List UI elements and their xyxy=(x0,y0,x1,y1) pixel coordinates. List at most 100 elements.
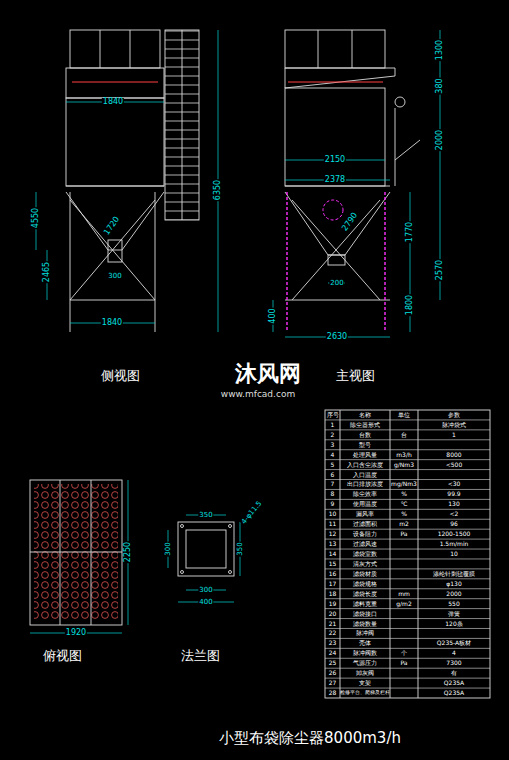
table-cell: 参数 xyxy=(448,412,460,418)
dimension-label: 380 xyxy=(436,77,444,94)
table-cell: 7 xyxy=(331,481,335,487)
table-cell: 台 xyxy=(401,432,407,438)
table-cell: 28 xyxy=(329,690,337,696)
table-cell: 有 xyxy=(451,670,457,676)
table-cell: 脉冲袋式 xyxy=(442,422,466,428)
table-rule xyxy=(325,678,490,679)
table-cell: 9 xyxy=(331,501,335,507)
table-cell: 气源压力 xyxy=(353,660,377,666)
table-rule xyxy=(325,568,490,569)
table-cell: 涤纶针刺毡覆膜 xyxy=(433,571,475,577)
table-cell: 滤袋室数 xyxy=(353,551,377,557)
dimension-label: 1720 xyxy=(102,215,121,238)
table-cell: 弹簧 xyxy=(448,611,460,617)
table-rule xyxy=(325,539,490,540)
table-cell: 滤袋数量 xyxy=(353,621,377,627)
table-cell: 99.9 xyxy=(447,491,460,497)
table-cell: 4 xyxy=(331,452,335,458)
table-rule xyxy=(325,578,490,579)
table-cell: Pa xyxy=(400,660,407,666)
table-cell: 15 xyxy=(329,561,337,567)
table-cell: m2 xyxy=(399,521,409,527)
table-rule xyxy=(325,529,490,530)
table-cell: 16 xyxy=(329,571,337,577)
dimension-label: 4-φ11.5 xyxy=(240,500,264,527)
table-cell: % xyxy=(401,491,407,497)
dimension-label: 2000 xyxy=(436,129,444,151)
table-cell: 除尘效率 xyxy=(353,491,377,497)
table-rule xyxy=(325,658,490,659)
table-cell: 2 xyxy=(331,432,335,438)
view-title: 主视图 xyxy=(335,369,376,382)
dimension-label: 1770 xyxy=(406,221,414,243)
dimension-label: 400 xyxy=(198,599,213,606)
table-cell: 550 xyxy=(448,601,459,607)
table-cell: 滤袋材质 xyxy=(353,571,377,577)
table-cell: 26 xyxy=(329,670,337,676)
table-rule xyxy=(325,638,490,639)
table-rule xyxy=(325,618,490,619)
table-cell: 单位 xyxy=(398,412,410,418)
table-cell: 滤袋接口 xyxy=(353,611,377,617)
table-cell: 5 xyxy=(331,462,335,468)
table-rule xyxy=(325,449,490,450)
table-cell: 8 xyxy=(331,491,335,497)
table-cell: <500 xyxy=(446,462,462,468)
table-cell: 序号 xyxy=(327,412,339,418)
table-rule xyxy=(325,558,490,559)
table-cell: 19 xyxy=(329,601,337,607)
table-cell: 120条 xyxy=(445,621,462,627)
table-rule xyxy=(325,479,490,480)
table-rule xyxy=(325,519,490,520)
table-cell: mm xyxy=(398,591,410,597)
table-cell: 2000 xyxy=(446,591,461,597)
table-cell: 96 xyxy=(450,521,458,527)
table-cell: 卸灰阀 xyxy=(356,670,374,676)
table-cell: 过滤面积 xyxy=(353,521,377,527)
table-cell: 12 xyxy=(329,531,337,537)
table-cell: 6 xyxy=(331,472,335,478)
view-title: 俯视图 xyxy=(42,649,83,662)
dimension-label: 1920 xyxy=(65,629,87,637)
table-cell: 13 xyxy=(329,541,337,547)
table-cell: Q235A xyxy=(444,680,464,686)
dimension-label: 1840 xyxy=(102,98,124,106)
dimension-label: 2150 xyxy=(324,156,346,164)
table-rule xyxy=(325,549,490,550)
table-cell: 入口温度 xyxy=(353,472,377,478)
table-cell: 台数 xyxy=(359,432,371,438)
view-title: 法兰图 xyxy=(180,649,221,662)
table-cell: 支架 xyxy=(359,680,371,686)
table-cell: 除尘器形式 xyxy=(350,422,380,428)
table-cell: 1 xyxy=(452,432,456,438)
table-cell: 25 xyxy=(329,660,337,666)
table-cell: 21 xyxy=(329,621,337,627)
dimension-label: 4550 xyxy=(32,207,40,229)
table-cell: 130 xyxy=(448,501,459,507)
table-rule xyxy=(325,429,490,430)
table-cell: 脉冲阀 xyxy=(356,630,374,636)
table-cell: 清灰方式 xyxy=(353,561,377,567)
table-rule xyxy=(325,469,490,470)
table-cell: 滤袋规格 xyxy=(353,581,377,587)
table-cell: ℃ xyxy=(401,501,408,507)
table-cell: 个 xyxy=(401,650,407,656)
table-cell: 设备阻力 xyxy=(353,531,377,537)
table-rule xyxy=(325,588,490,589)
table-rule xyxy=(325,459,490,460)
table-cell: φ130 xyxy=(446,581,461,587)
table-rule xyxy=(325,628,490,629)
table-cell: 漏风率 xyxy=(356,511,374,517)
dimension-label: 2630 xyxy=(326,333,348,341)
dimension-label: 350 xyxy=(237,541,244,556)
table-cell: 型号 xyxy=(359,442,371,448)
table-cell: 滤料克重 xyxy=(353,601,377,607)
dimension-label: 1800 xyxy=(406,294,414,316)
table-cell: 23 xyxy=(329,640,337,646)
table-cell: 过滤风速 xyxy=(353,541,377,547)
dimension-label: 300 xyxy=(107,273,122,280)
dimension-label: 300 xyxy=(165,541,172,556)
table-cell: 8000 xyxy=(446,452,461,458)
dimension-label: 2570 xyxy=(436,259,444,281)
table-cell: 3 xyxy=(331,442,335,448)
